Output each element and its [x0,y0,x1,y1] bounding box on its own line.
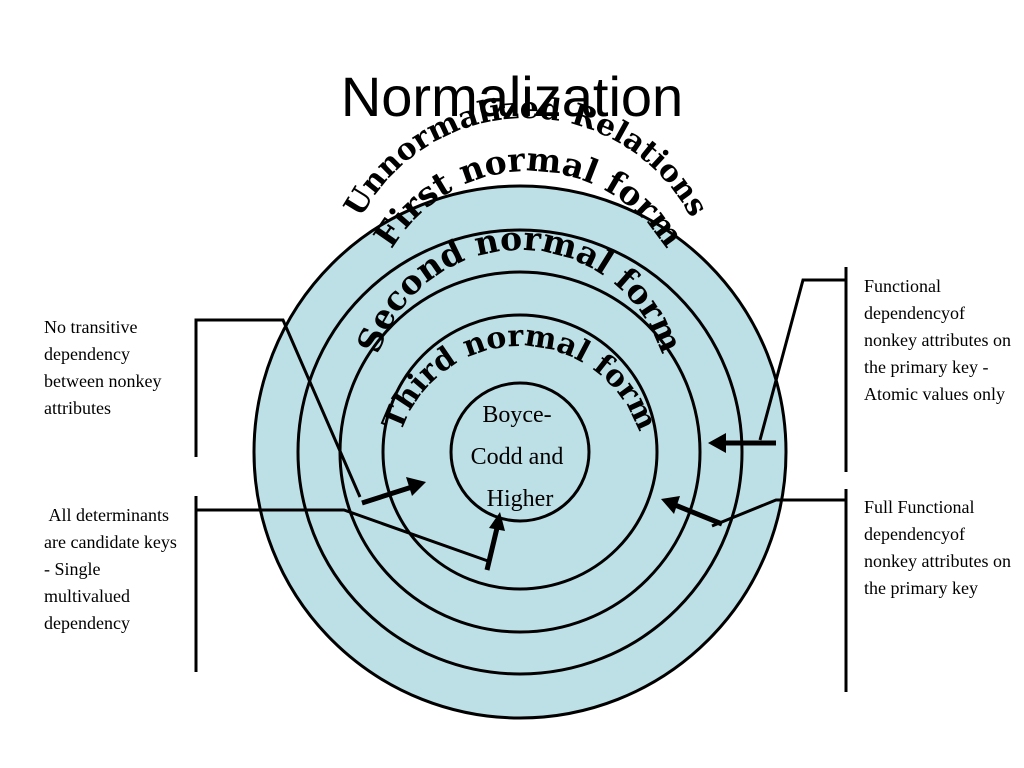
note-no-transitive-dependency: No transitive dependency between nonkey … [44,317,162,418]
note-full-functional-dependency: Full Functional dependencyof nonkey attr… [864,497,1011,598]
leader-all-determinants [196,508,489,563]
arrow-to-third-normal-form [361,477,426,506]
core-label: Boyce- Codd and Higher [471,402,570,512]
leader-functional-atomic [758,278,846,441]
slide-title: Normalization [340,65,684,128]
note-functional-dependency-atomic: Functional dependencyof nonkey attribute… [864,276,1011,404]
ring-boyce-codd [449,381,591,523]
arrow-to-boyce-codd [484,512,505,571]
bracket-no-transitive [194,318,362,498]
note-all-determinants: All determinants are candidate keys - Si… [44,505,182,633]
leader-full-functional [711,498,846,528]
arrow-to-second-normal-form [661,496,723,527]
arrow-to-first-normal-form [708,433,776,453]
